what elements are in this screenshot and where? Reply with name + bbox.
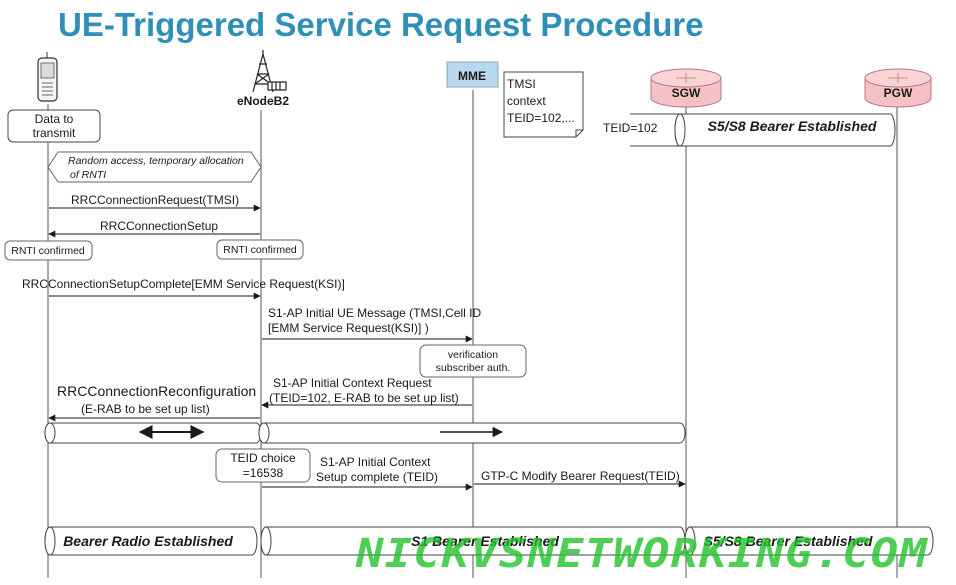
sgw-label: SGW [672, 86, 701, 100]
mme-label: MME [458, 69, 486, 83]
s5s8-bearer-bottom: S5/S8 Bearer Established [684, 526, 934, 556]
s1ap-initial-ue-line-1: S1-AP Initial UE Message (TMSI,Cell ID [268, 306, 482, 320]
s5s8-top-label: S5/S8 Bearer Established [708, 118, 877, 134]
rrc-setup-complete-label: RRCConnectionSetupComplete[EMM Service R… [22, 277, 345, 291]
s1ap-ctx-req-line-1: S1-AP Initial Context Request [273, 376, 432, 390]
rnti-confirmed-ue-label: RNTI confirmed [11, 245, 85, 257]
pgw-label: PGW [884, 86, 913, 100]
s5s8-bearer-top: S5/S8 Bearer Established [674, 113, 896, 147]
random-access-box [47, 151, 262, 183]
verification-line-2: subscriber auth. [436, 362, 511, 374]
gtpc-modify-label: GTP-C Modify Bearer Request(TEID) [481, 469, 680, 483]
rrc-reconfig-line-2: (E-RAB to be set up list) [81, 402, 210, 416]
teid-choice-box [215, 448, 311, 483]
data-to-transmit-line-2: transmit [33, 126, 76, 140]
diagram-title: UE-Triggered Service Request Procedure [58, 6, 704, 43]
sgw-node: SGW [650, 68, 722, 108]
s1-bearer-label: S1 Bearer Established [411, 533, 559, 549]
rrc-conn-request-label: RRCConnectionRequest(TMSI) [71, 193, 239, 207]
rrc-conn-setup-label: RRCConnectionSetup [100, 219, 218, 233]
teid-choice-line-2: =16538 [243, 466, 284, 480]
rnti-confirmed-enb-box [216, 239, 304, 260]
s1-bearer-established: S1 Bearer Established [260, 526, 686, 556]
bearer-radio-label: Bearer Radio Established [63, 533, 233, 549]
random-access-line-2: of RNTI [70, 169, 106, 181]
rnti-confirmed-ue-box [4, 240, 93, 261]
s1ap-ctx-complete-line-2: Setup complete (TEID) [316, 470, 438, 484]
verification-line-1: verification [448, 349, 498, 361]
mme-node [446, 61, 499, 88]
enodeb-label: eNodeB2 [237, 94, 289, 108]
teid-102-label: TEID=102 [603, 121, 658, 135]
antenna-tower-icon [252, 50, 287, 93]
s5s8-bottom-label: S5/S8 Bearer Established [704, 533, 873, 549]
s1-tunnel-middle [258, 422, 686, 444]
mme-note-line-3: TEID=102,... [507, 111, 575, 125]
rnti-confirmed-enb-label: RNTI confirmed [223, 244, 297, 256]
mme-note-line-1: TMSI [507, 77, 536, 91]
teid-choice-line-1: TEID choice [230, 451, 296, 465]
ue-phone-icon [37, 52, 58, 102]
rrc-reconfig-line-1: RRCConnectionReconfiguration [57, 383, 256, 399]
s1ap-ctx-req-line-2: (TEID=102, E-RAB to be set up list) [269, 391, 459, 405]
mme-note-line-2: context [507, 94, 546, 108]
teid-bracket [630, 113, 680, 147]
random-access-line-1: Random access, temporary allocation [68, 155, 244, 167]
verification-box [419, 344, 527, 378]
data-to-transmit-box [7, 109, 101, 143]
s1ap-ctx-complete-line-1: S1-AP Initial Context [320, 455, 431, 469]
bearer-radio-established: Bearer Radio Established [44, 526, 258, 556]
data-to-transmit-line-1: Data to [35, 112, 74, 126]
watermark-logo: NICKVSNETWORKING.COM [355, 531, 929, 577]
mme-context-note: TMSI context TEID=102,... [503, 71, 584, 138]
s1ap-initial-ue-line-2: [EMM Service Request(KSI)] ) [268, 321, 429, 335]
pgw-node: PGW [864, 68, 932, 108]
